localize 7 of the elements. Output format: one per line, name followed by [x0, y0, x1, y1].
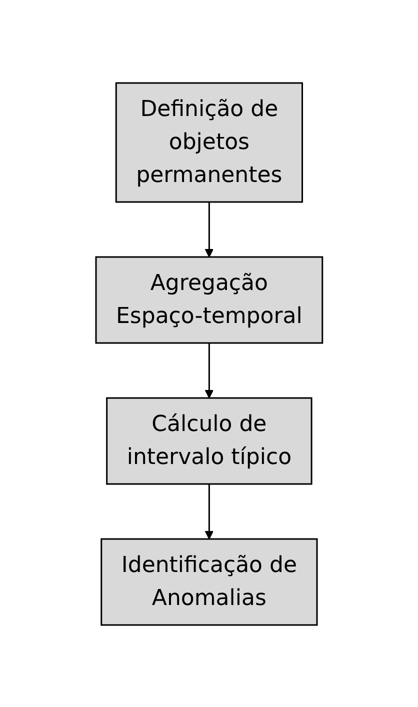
node-box: Identificação de Anomalias — [100, 538, 318, 626]
arrow — [204, 342, 214, 398]
arrow — [204, 202, 214, 257]
node-box: Cálculo de intervalo típico — [106, 396, 312, 484]
node-box: Definição de objetos permanentes — [115, 82, 303, 202]
arrow — [204, 484, 214, 539]
node-box: Agregação Espaço-temporal — [95, 256, 323, 344]
